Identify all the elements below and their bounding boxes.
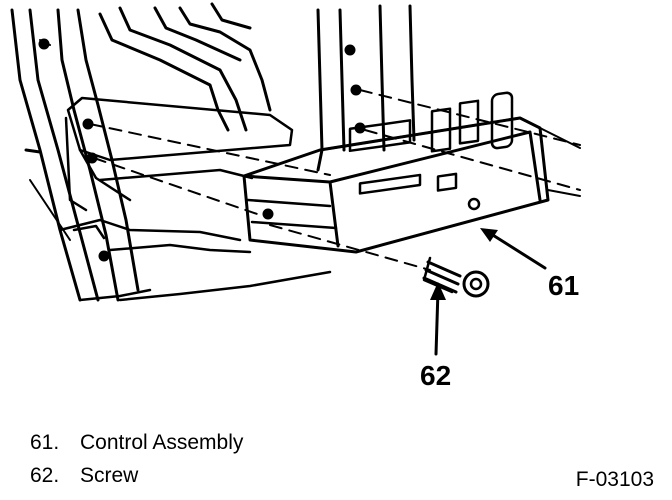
legend-item-62: 62. Screw — [30, 465, 138, 486]
callout-61: 61 — [548, 270, 580, 301]
legend-number: 61. — [30, 431, 60, 454]
control-assembly — [242, 91, 581, 254]
alignment-dashed-lines — [89, 89, 581, 271]
screw — [422, 256, 490, 298]
dash-panel-edges — [316, 4, 416, 172]
exploded-view-diagram — [10, 2, 581, 356]
leader-arrow-61 — [480, 228, 547, 270]
callout-62: 62 — [420, 360, 452, 391]
legend-number: 62. — [30, 464, 60, 487]
legend-item-61: 61. Control Assembly — [30, 432, 243, 453]
legend-label: Control Assembly — [80, 431, 244, 454]
figure-id: F-03103 — [575, 468, 654, 491]
legend-label: Screw — [80, 464, 139, 487]
dash-bracket-structure — [10, 2, 332, 302]
leader-arrow-62 — [430, 282, 446, 356]
